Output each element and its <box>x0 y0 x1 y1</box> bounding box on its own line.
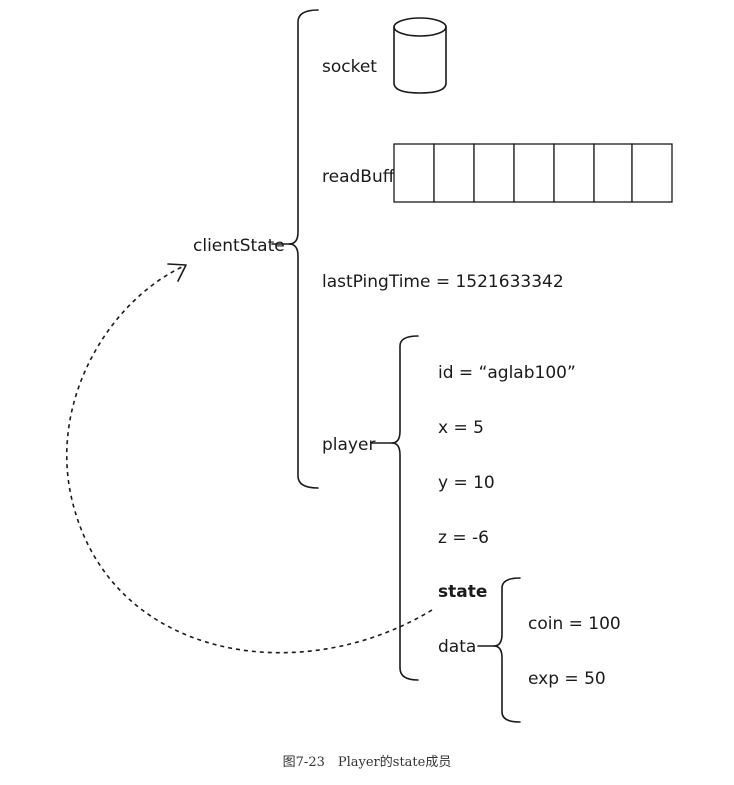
buffer-cell <box>473 143 515 203</box>
data-brace <box>477 577 521 723</box>
buffer-cell <box>513 143 555 203</box>
player-data-field: data <box>438 637 476 657</box>
last-ping-time-label: lastPingTime = 1521633342 <box>322 272 564 292</box>
socket-label: socket <box>322 57 377 77</box>
buffer-cell <box>433 143 475 203</box>
read-buff-cells <box>393 143 673 203</box>
read-buff-label: readBuff <box>322 167 396 187</box>
buffer-cell <box>631 143 673 203</box>
player-y-field: y = 10 <box>438 473 495 493</box>
state-reference-arrow <box>66 263 433 654</box>
player-x-field: x = 5 <box>438 418 484 438</box>
figure-caption: 图7-23 Player的state成员 <box>283 754 452 770</box>
data-coin-field: coin = 100 <box>528 614 621 634</box>
player-id-field: id = “aglab100” <box>438 363 576 383</box>
player-brace <box>371 335 419 681</box>
client-state-label: clientState <box>193 236 285 256</box>
player-z-field: z = -6 <box>438 528 489 548</box>
client-state-brace <box>271 9 319 489</box>
data-exp-field: exp = 50 <box>528 669 606 689</box>
buffer-cell <box>553 143 595 203</box>
database-icon <box>393 17 447 94</box>
player-state-field: state <box>438 582 487 602</box>
buffer-cell <box>393 143 435 203</box>
buffer-cell <box>593 143 633 203</box>
player-label: player <box>322 435 375 455</box>
arrowhead-icon <box>167 263 187 282</box>
